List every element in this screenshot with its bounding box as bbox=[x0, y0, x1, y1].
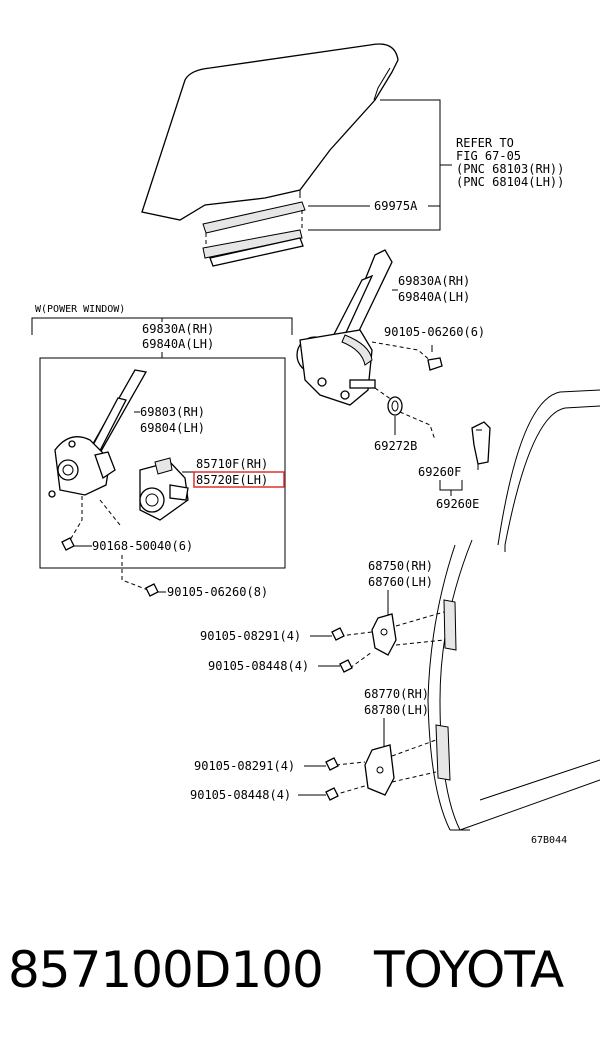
part-68770-rh-label: 68770(RH) bbox=[364, 687, 429, 701]
bolt-06260-6-label: 90105-06260(6) bbox=[384, 325, 485, 339]
glass-channel-part bbox=[202, 201, 306, 267]
pnc-lh-label: (PNC 68104(LH)) bbox=[456, 175, 564, 189]
bolt-08291-4b-label: 90105-08291(4) bbox=[194, 759, 295, 773]
part-69260e-label: 69260E bbox=[436, 497, 479, 511]
power-window-box bbox=[39, 357, 286, 569]
handle-69260 bbox=[471, 421, 491, 465]
brand-name: TOYOTA bbox=[374, 941, 564, 999]
part-69840a-lh-box-label: 69840A(LH) bbox=[142, 337, 214, 351]
bolt-08448-4a-label: 90105-08448(4) bbox=[208, 659, 309, 673]
bolt-06260-8 bbox=[145, 583, 159, 597]
grommet-69272b bbox=[387, 396, 403, 416]
screw-50040-6-label: 90168-50040(6) bbox=[92, 539, 193, 553]
part-69840a-lh-top-label: 69840A(LH) bbox=[398, 290, 470, 304]
part-69804-lh-label: 69804(LH) bbox=[140, 421, 205, 435]
bolt-08448-4b-label: 90105-08448(4) bbox=[190, 788, 291, 802]
figure-code-label: 67B044 bbox=[531, 835, 567, 846]
part-69975a-label: 69975A bbox=[374, 199, 418, 213]
part-68750-rh-label: 68750(RH) bbox=[368, 559, 433, 573]
bolt-06260-6 bbox=[427, 357, 443, 371]
bolt-08291-upper bbox=[331, 627, 345, 641]
refer-to-label: REFER TO bbox=[456, 136, 514, 150]
part-69830a-rh-box-label: 69830A(RH) bbox=[142, 322, 214, 336]
bolt-08448-lower bbox=[325, 787, 339, 801]
hinge-lower bbox=[364, 724, 451, 796]
screw-50040 bbox=[61, 537, 75, 551]
part-68760-lh-label: 68760(LH) bbox=[368, 575, 433, 589]
part-85720e-lh-label: 85720E(LH) bbox=[196, 473, 268, 487]
fig-ref-label: FIG 67-05 bbox=[456, 149, 521, 163]
footer: 857100D100 TOYOTA bbox=[0, 935, 600, 1015]
part-69830a-rh-top-label: 69830A(RH) bbox=[398, 274, 470, 288]
bolt-08291-lower bbox=[325, 757, 339, 771]
bolt-08448-upper bbox=[339, 659, 353, 673]
bolt-08291-4a-label: 90105-08291(4) bbox=[200, 629, 301, 643]
pnc-rh-label: (PNC 68103(RH)) bbox=[456, 162, 564, 176]
bolt-06260-8-label: 90105-06260(8) bbox=[167, 585, 268, 599]
hinge-upper bbox=[371, 599, 457, 656]
highlight-85720e bbox=[193, 471, 285, 488]
part-69272b-label: 69272B bbox=[374, 439, 417, 453]
part-69803-rh-label: 69803(RH) bbox=[140, 405, 205, 419]
door-glass bbox=[141, 43, 399, 221]
part-68780-lh-label: 68780(LH) bbox=[364, 703, 429, 717]
part-85710f-rh-label: 85710F(RH) bbox=[196, 457, 268, 471]
part-69260f-label: 69260F bbox=[418, 465, 461, 479]
window-motor bbox=[139, 457, 189, 521]
power-window-label: W(POWER WINDOW) bbox=[35, 304, 125, 315]
parts-diagram: REFER TO FIG 67-05 (PNC 68103(RH)) (PNC … bbox=[31, 43, 600, 846]
window-regulator-top bbox=[296, 249, 393, 406]
part-number: 857100D100 bbox=[8, 941, 324, 999]
window-regulator-box bbox=[48, 369, 148, 498]
door-panel-outline bbox=[427, 389, 600, 831]
